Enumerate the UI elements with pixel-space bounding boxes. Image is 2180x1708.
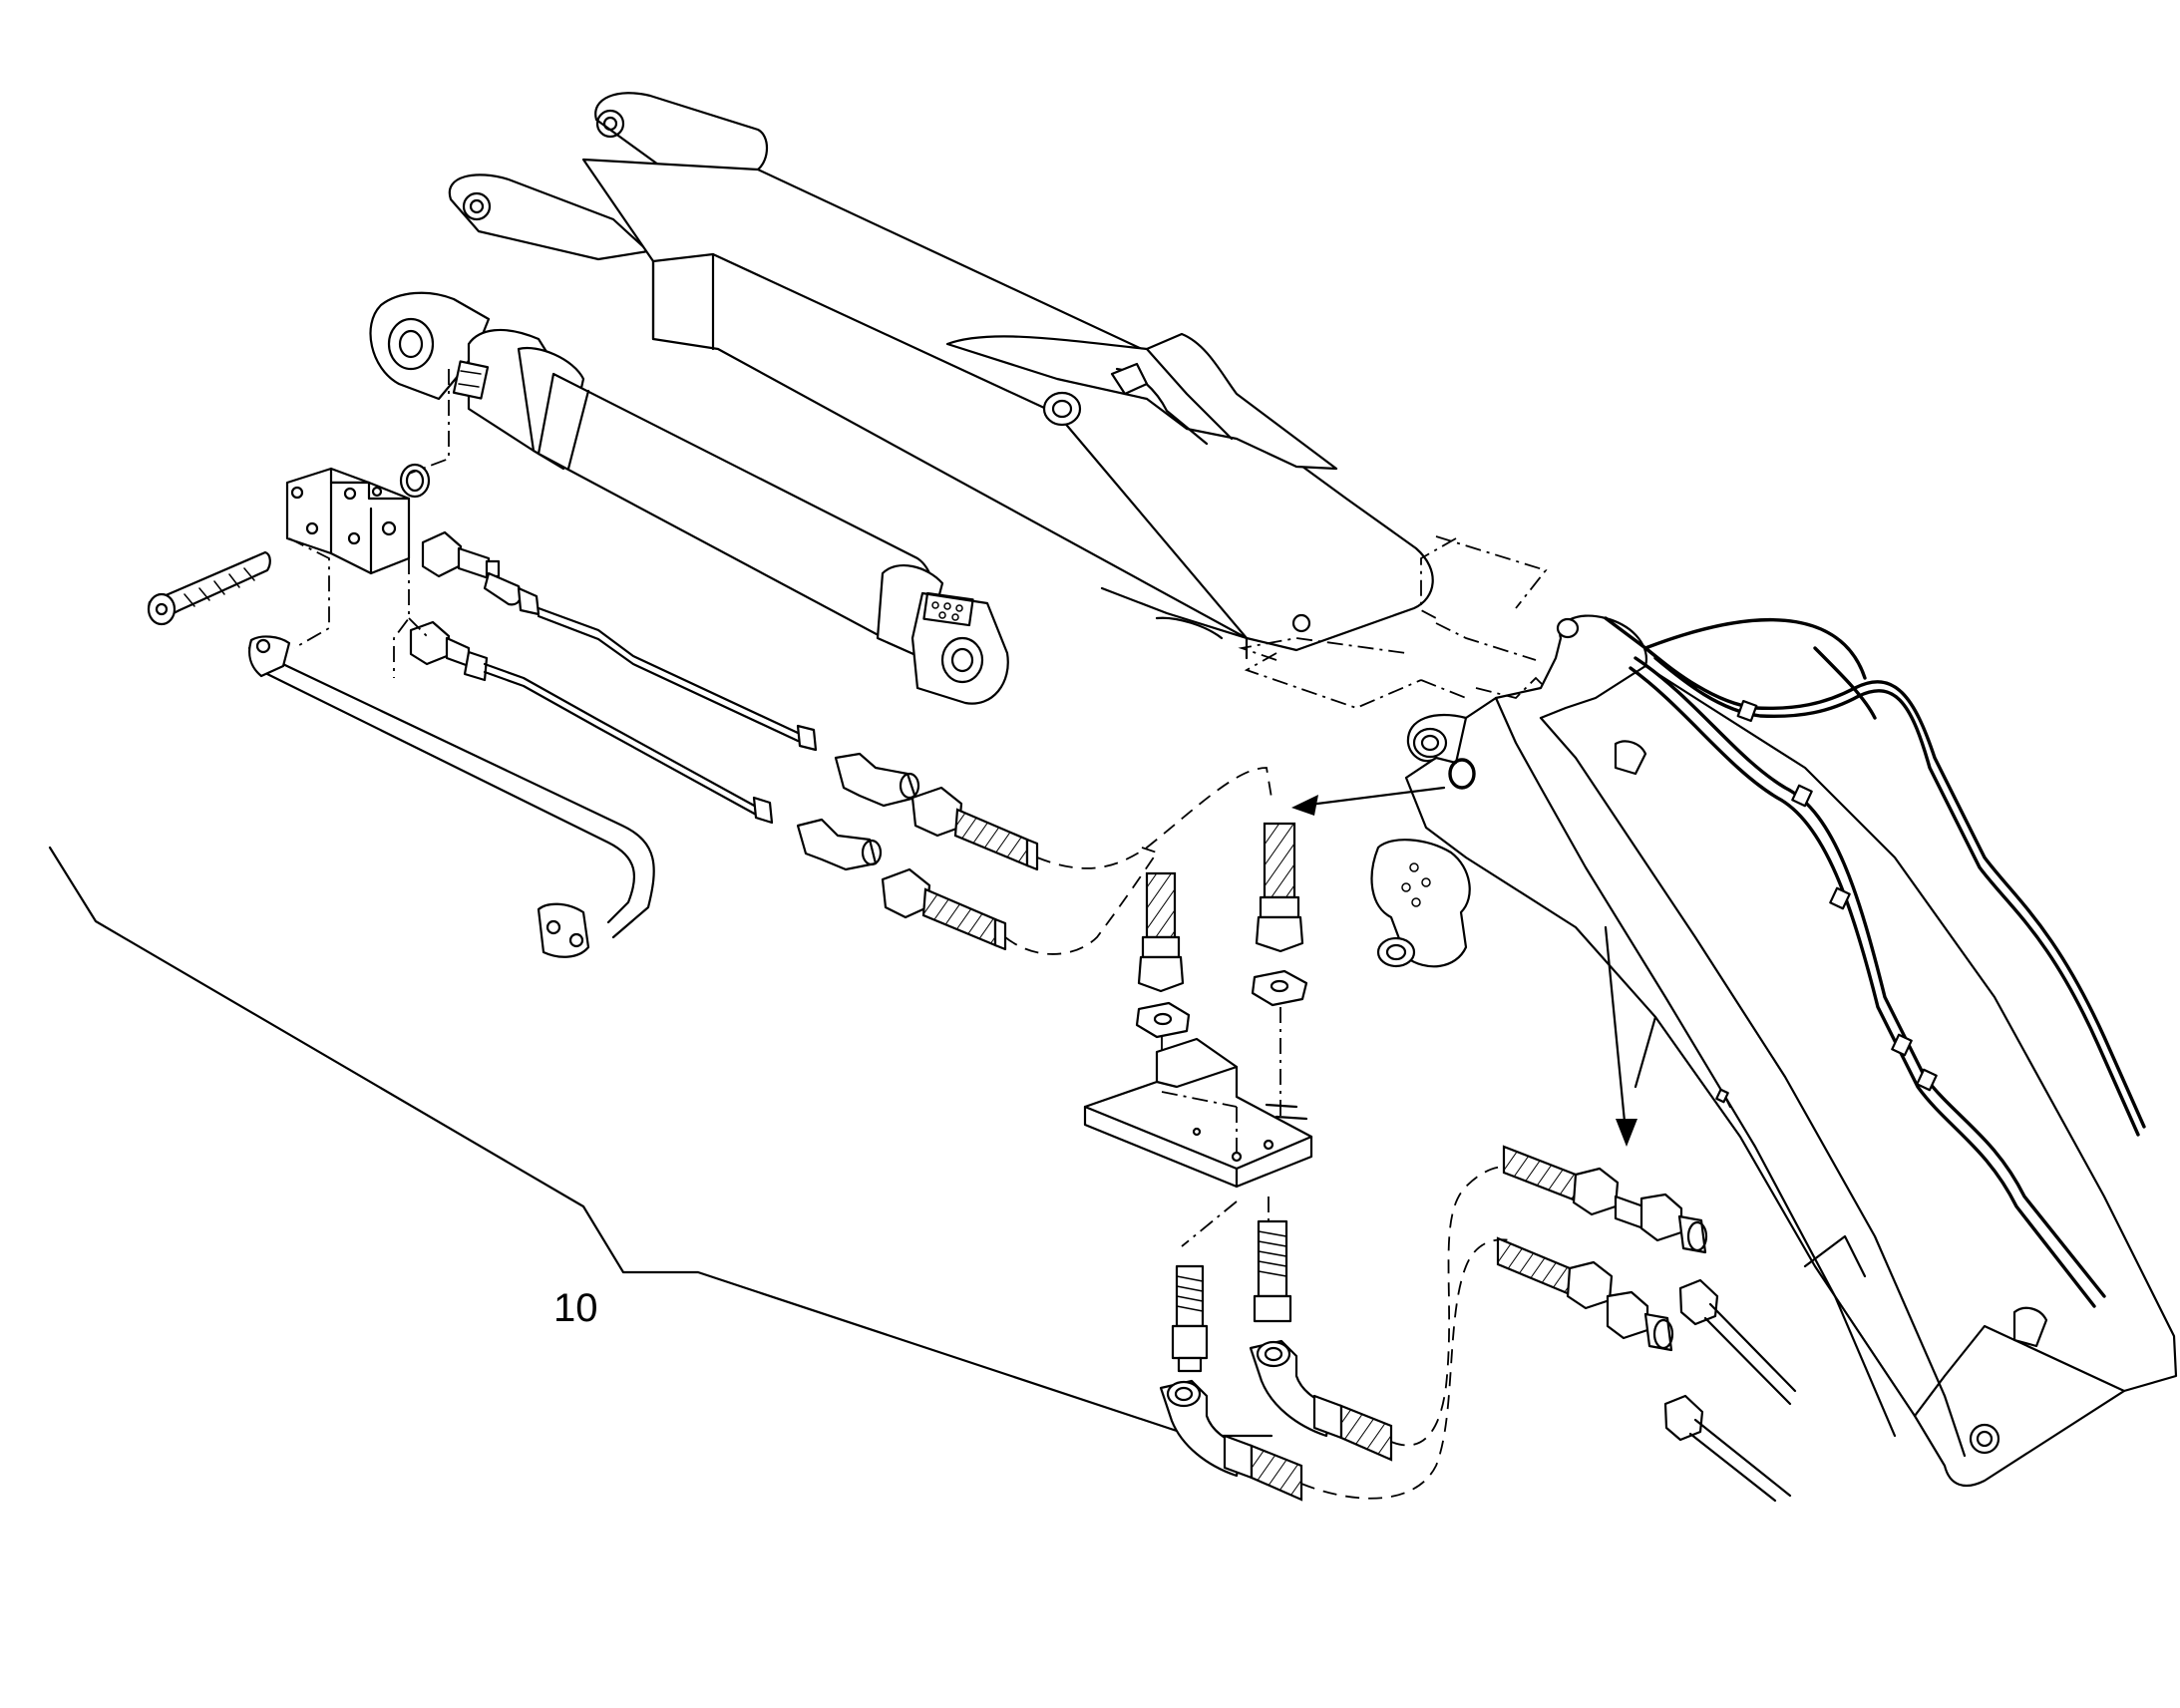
assembly-dashed-lines bbox=[288, 369, 1548, 709]
upper-boom-arm bbox=[448, 92, 1434, 660]
pivot-bracket bbox=[1370, 839, 1471, 968]
hex-bolt bbox=[147, 550, 271, 626]
manifold-valve-block bbox=[285, 463, 431, 575]
hydraulic-cylinder bbox=[369, 291, 1009, 705]
center-hose-fittings-and-plate bbox=[1083, 822, 1527, 1502]
callout-leader-line bbox=[48, 846, 1273, 1438]
direction-arrows bbox=[1291, 786, 1637, 1147]
boom-pipelines bbox=[1448, 616, 2146, 1308]
left-steel-pipe bbox=[247, 635, 655, 958]
lower-boom bbox=[1404, 614, 2178, 1488]
hose-assembly-left bbox=[881, 767, 1272, 955]
right-hose-fittings bbox=[1496, 1145, 1797, 1503]
callout-label-10: 10 bbox=[553, 1286, 598, 1330]
cylinder-fittings-and-pipes bbox=[409, 530, 920, 871]
